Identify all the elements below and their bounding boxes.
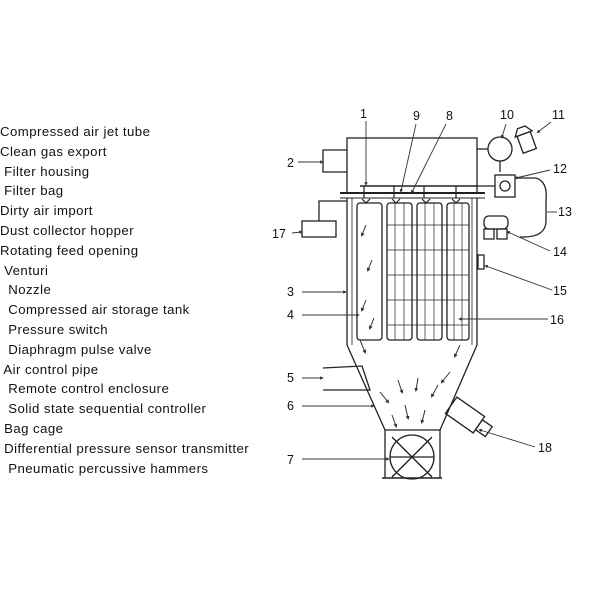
leader-17 bbox=[291, 230, 303, 234]
legend-item: Compressed air storage tank bbox=[0, 302, 190, 318]
callout-3: 3 bbox=[287, 285, 294, 299]
legend-item: Nozzle bbox=[0, 282, 52, 298]
pressure-switch bbox=[487, 136, 513, 162]
leader-8 bbox=[411, 123, 447, 194]
differential-pressure-sensor bbox=[477, 254, 485, 270]
filter-bag-4 bbox=[446, 202, 470, 341]
filter-bag-3 bbox=[416, 202, 443, 341]
callout-17: 17 bbox=[272, 227, 286, 241]
filter-bag-1 bbox=[356, 202, 383, 341]
filter-bag-2 bbox=[386, 202, 413, 341]
callout-14: 14 bbox=[553, 245, 567, 259]
legend-item: Solid state sequential controller bbox=[0, 401, 207, 417]
clean-gas-outlet bbox=[322, 149, 347, 173]
leader-18 bbox=[478, 428, 536, 448]
leader-15 bbox=[484, 264, 553, 291]
legend-item: Rotating feed opening bbox=[0, 242, 139, 258]
callout-11: 11 bbox=[552, 108, 565, 122]
callout-16: 16 bbox=[550, 313, 564, 327]
air-control-pipe bbox=[519, 177, 547, 238]
legend-item: Filter housing bbox=[0, 163, 90, 179]
legend-item: Compressed air jet tube bbox=[0, 124, 151, 139]
legend-item: Clean gas export bbox=[0, 143, 107, 159]
legend-item: Remote control enclosure bbox=[0, 381, 170, 397]
leader-14 bbox=[506, 231, 551, 252]
callout-8: 8 bbox=[446, 109, 453, 123]
dirty-air-inlet bbox=[322, 365, 371, 391]
callout-12: 12 bbox=[553, 162, 567, 176]
leader-11 bbox=[536, 121, 552, 134]
legend-item: Filter bag bbox=[0, 183, 64, 199]
remote-control-enclosure bbox=[301, 220, 337, 238]
legend-item: Pressure switch bbox=[0, 322, 109, 337]
legend-item: Dirty air import bbox=[0, 203, 93, 219]
solid-state-controller bbox=[494, 174, 516, 198]
callout-1: 1 bbox=[360, 107, 367, 121]
callout-18: 18 bbox=[538, 441, 552, 455]
clean-air-chamber bbox=[346, 137, 478, 194]
diaphragm-pulse-valve bbox=[514, 125, 538, 155]
compressed-air-storage-tank bbox=[483, 215, 509, 230]
callout-2: 2 bbox=[287, 156, 294, 170]
leader-9 bbox=[399, 123, 417, 193]
callout-9: 9 bbox=[413, 109, 420, 123]
callout-4: 4 bbox=[287, 308, 294, 322]
legend-item: Bag cage bbox=[0, 421, 64, 436]
legend-item: Dust collector hopper bbox=[0, 223, 135, 238]
callout-7: 7 bbox=[287, 453, 294, 467]
legend-item: Air control pipe bbox=[0, 361, 99, 377]
callout-13: 13 bbox=[558, 205, 572, 219]
callout-6: 6 bbox=[287, 399, 294, 413]
dust-hopper bbox=[346, 344, 386, 478]
leader-10 bbox=[500, 123, 507, 139]
legend-item: Venturi bbox=[0, 262, 49, 278]
legend-item: Pneumatic percussive hammers bbox=[0, 460, 209, 476]
pneumatic-hammer bbox=[444, 396, 494, 438]
callout-5: 5 bbox=[287, 371, 294, 385]
legend-item: Diaphragm pulse valve bbox=[0, 341, 152, 357]
leader-12 bbox=[514, 169, 551, 180]
callout-15: 15 bbox=[553, 284, 567, 298]
legend-item: Differential pressure sensor transmitter bbox=[0, 440, 250, 456]
callout-10: 10 bbox=[500, 108, 514, 122]
